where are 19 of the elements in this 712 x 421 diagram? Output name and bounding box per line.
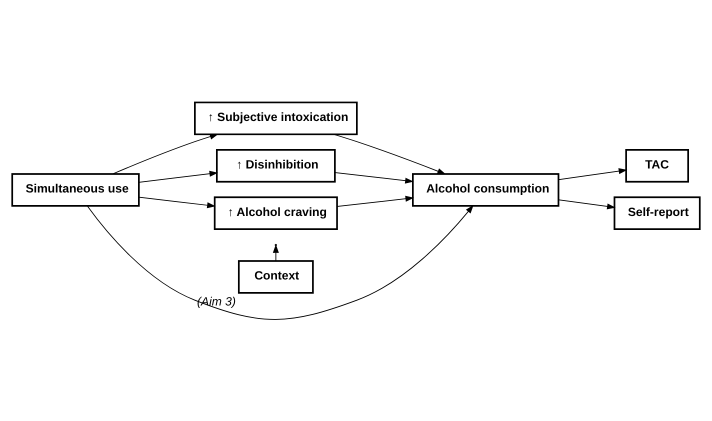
arrow (112, 133, 218, 174)
arrow (336, 195, 414, 206)
node-box: ↑ Alcohol craving (214, 196, 338, 230)
arrow (558, 168, 628, 180)
arrow (558, 198, 616, 209)
arrow (334, 172, 414, 184)
node-box: TAC (625, 148, 690, 182)
node-box: Self-report (614, 196, 701, 230)
arrow (272, 244, 279, 261)
node-box: Context (238, 260, 314, 294)
node-box: ↑ Disinhibition (216, 148, 336, 182)
arrow (138, 196, 216, 208)
arrow (333, 133, 446, 174)
arrow (87, 204, 474, 320)
node-box: Simultaneous use (11, 172, 140, 206)
node-label: (Aim 3) (197, 294, 236, 308)
arrow (138, 170, 218, 182)
node-box: Alcohol consumption (412, 172, 560, 206)
node-box: ↑ Subjective intoxication (194, 101, 358, 135)
